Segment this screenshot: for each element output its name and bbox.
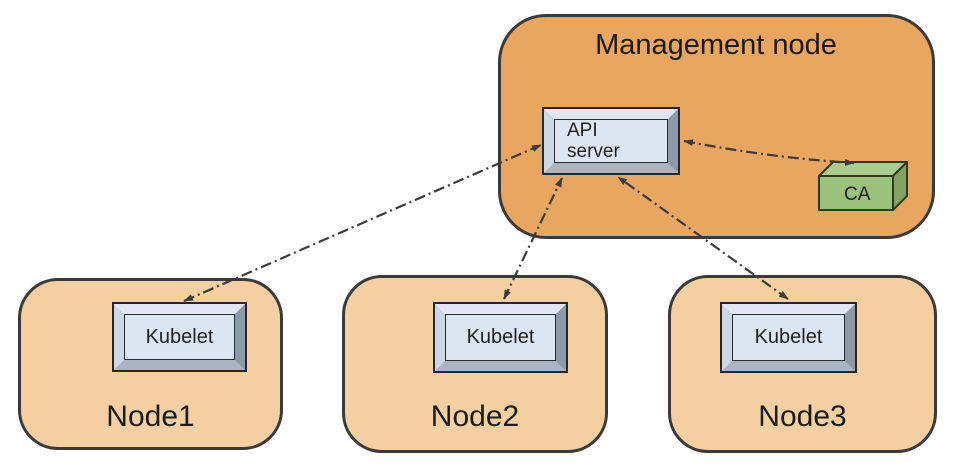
kubelet-box-node3: Kubelet xyxy=(720,302,857,373)
node1-label: Node1 xyxy=(106,400,195,433)
node2-label: Node2 xyxy=(430,400,520,433)
kubelet-bevel-frame xyxy=(722,304,855,371)
kubelet-box-node2: Kubelet xyxy=(433,302,568,373)
api-server-bevel-frame xyxy=(544,109,678,173)
ca-front-face xyxy=(818,175,894,211)
management-node-label: Management node xyxy=(595,29,837,61)
api-server-label: API server xyxy=(567,120,620,162)
kubelet-box-node1: Kubelet xyxy=(112,302,247,372)
kubelet-label-node2: Kubelet xyxy=(445,314,556,361)
ca-box: CA xyxy=(818,161,908,211)
api-server-box: API server xyxy=(542,107,680,175)
node3-label: Node3 xyxy=(758,400,847,433)
kubelet-bevel-frame xyxy=(435,304,566,371)
kubelet-label-node1: Kubelet xyxy=(124,314,235,360)
kubelet-bevel-frame xyxy=(114,304,245,370)
kubelet-label-node3: Kubelet xyxy=(732,314,845,361)
ca-label: CA xyxy=(844,184,871,205)
